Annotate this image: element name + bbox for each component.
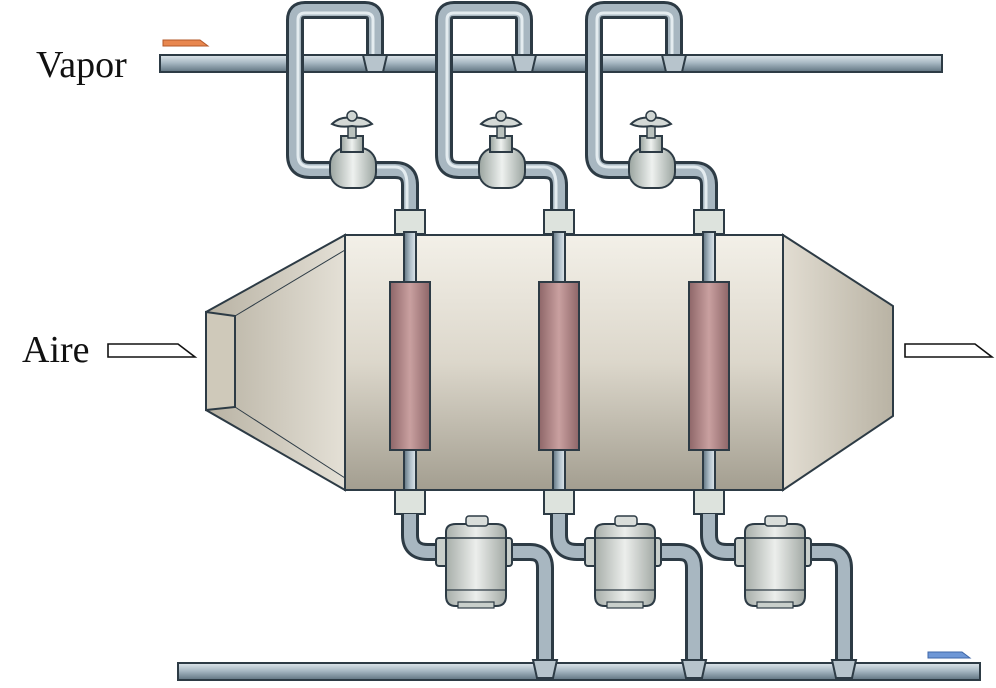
- aire-label: Aire: [22, 329, 90, 371]
- air-outlet-arrow-icon: [904, 343, 995, 358]
- steam-flow-arrow-icon: [162, 39, 210, 47]
- steam-header-pipe: [159, 39, 943, 73]
- condensate-header-pipe: [177, 651, 981, 681]
- condensate-flow-arrow-icon: [927, 651, 972, 659]
- vapor-label: Vapor: [36, 44, 127, 86]
- air-inlet-arrow-icon: [107, 343, 198, 358]
